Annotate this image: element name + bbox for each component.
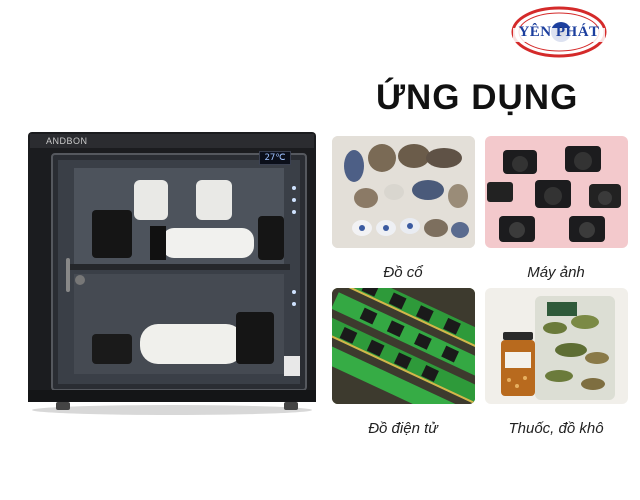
yen-phat-logo: YÊN PHÁT xyxy=(509,4,609,64)
cameras-tile-image xyxy=(485,136,628,248)
page-heading: ỨNG DỤNG xyxy=(376,78,579,117)
medicine-tile-image xyxy=(485,288,628,404)
cabinet-display: 27℃ xyxy=(259,151,291,165)
cabinet-brand-label: ANDBON xyxy=(46,136,88,146)
medicine-label: Thuốc, đồ khô xyxy=(508,420,604,437)
dry-cabinet-image xyxy=(22,128,320,418)
logo-text: YÊN PHÁT xyxy=(518,24,600,40)
electronics-label: Đồ điện tử xyxy=(368,420,438,437)
antique-label: Đồ cổ xyxy=(383,264,423,281)
cameras-label: Máy ảnh xyxy=(527,264,585,281)
antique-tile-image xyxy=(332,136,475,248)
logo-eye-icon xyxy=(511,6,607,58)
electronics-tile-image xyxy=(332,288,475,404)
